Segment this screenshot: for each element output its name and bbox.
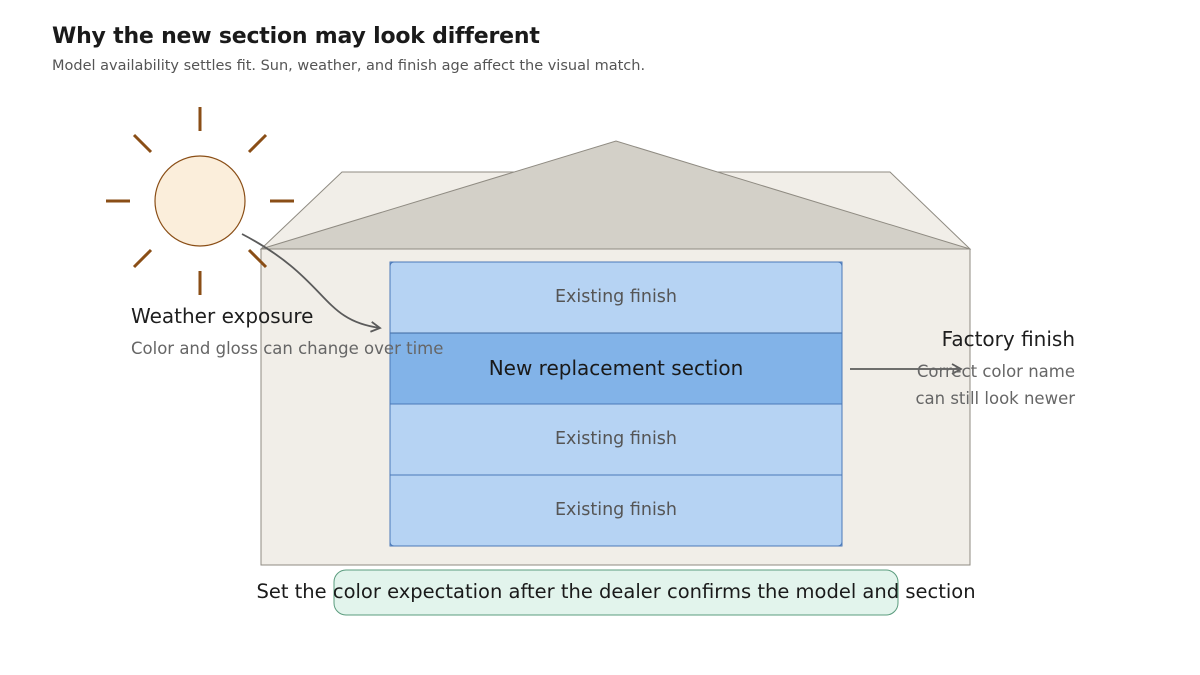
page-title: Why the new section may look different (52, 24, 540, 49)
factory-callout-line2: can still look newer (915, 389, 1075, 408)
bottom-note-box (333, 569, 899, 616)
sun-icon (106, 107, 294, 295)
door-panel-existing (389, 474, 843, 547)
weather-callout-title: Weather exposure (131, 304, 314, 328)
weather-callout-body: Color and gloss can change over time (131, 339, 444, 358)
factory-callout-title: Factory finish (941, 327, 1075, 351)
door-panel-new (389, 332, 843, 405)
garage-door (389, 261, 843, 547)
weather-arrow (241, 233, 382, 333)
door-panel-existing (389, 403, 843, 476)
factory-callout-line1: Correct color name (916, 362, 1075, 381)
panel-label: Existing finish (554, 429, 678, 449)
panel-label-new: New replacement section (488, 356, 744, 380)
roof-gable (260, 140, 971, 250)
panel-label: Existing finish (554, 287, 678, 307)
bottom-note: Set the color expectation after the deal… (256, 580, 976, 603)
page-subtitle: Model availability settles fit. Sun, wea… (52, 58, 646, 74)
door-outline (389, 261, 843, 547)
panel-label: Existing finish (554, 500, 678, 520)
